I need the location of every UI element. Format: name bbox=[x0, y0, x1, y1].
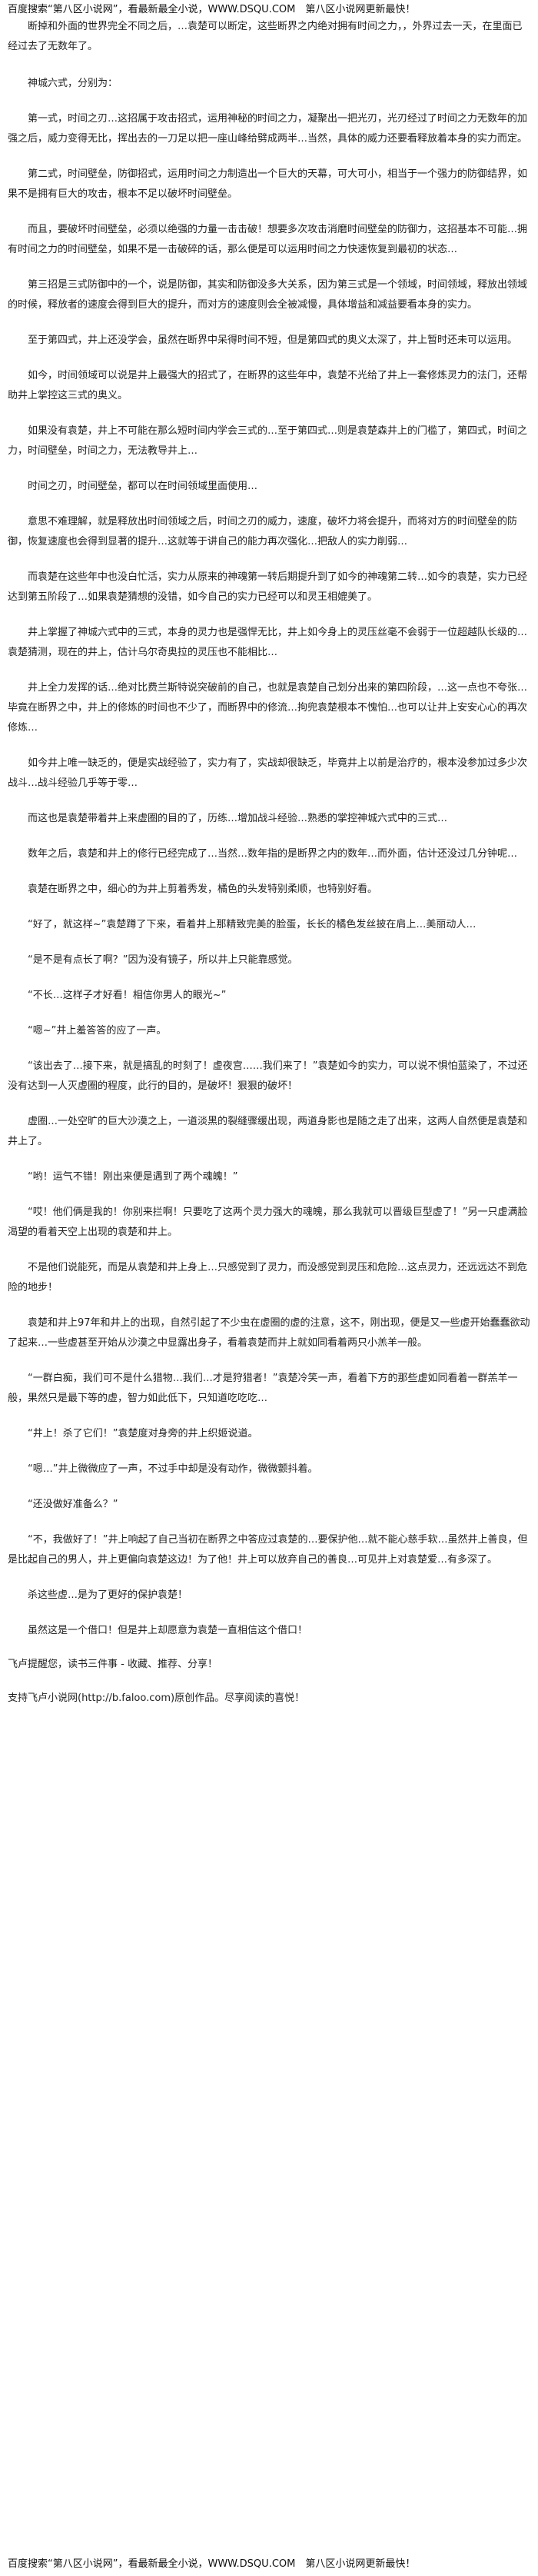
site-banner-top: 百度搜索“第八区小说网”，看最新最全小说，WWW.DSQU.COM 第八区小说网… bbox=[8, 4, 416, 15]
paragraph: 袁楚在断界之中，细心的为井上剪着秀发，橘色的头发特别柔顺，也特别好看。 bbox=[28, 884, 378, 895]
paragraph: 如果没有袁楚，井上不可能在那么短时间内学会三式的…至于第四式…则是袁楚森井上的门… bbox=[8, 425, 528, 457]
paragraph: 神城六式，分别为： bbox=[28, 78, 118, 89]
paragraph: 至于第四式，井上还没学会，虽然在断界中呆得时间不短，但是第四式的奥义太深了，井上… bbox=[28, 334, 518, 346]
paragraph: “哟！运气不错！刚出来便是遇到了两个魂魄！” bbox=[28, 1171, 238, 1183]
paragraph: “一群白痴，我们可不是什么猎物…我们…才是狩猎者！”袁楚冷笑一声，看着下方的那些… bbox=[8, 1373, 518, 1404]
paragraph: 而这也是袁楚带着井上来虚圈的目的了，历练…增加战斗经验…熟悉的掌控神城六式中的三… bbox=[28, 813, 448, 824]
paragraph: “是不是有点长了啊？”因为没有镜子，所以井上只能靠感觉。 bbox=[28, 954, 298, 966]
paragraph: 数年之后，袁楚和井上的修行已经完成了…当然…数年指的是断界之内的数年…而外面，估… bbox=[28, 848, 518, 860]
paragraph: 而且，要破坏时间壁垒，必须以绝强的力量一击击破！想要多次攻击消磨时间壁垒的防御力… bbox=[8, 224, 528, 255]
paragraph: 第三招是三式防御中的一个，说是防御，其实和防御没多大关系，因为第三式是一个领域，… bbox=[8, 279, 528, 311]
paragraph: 虚圈…一处空旷的巨大沙漠之上，一道淡黑的裂缝骤缓出现，两道身影也是随之走了出来，… bbox=[8, 1116, 528, 1147]
paragraph: 虽然这是一个借口！但是井上却愿意为袁楚一直相信这个借口！ bbox=[28, 1625, 308, 1636]
chapter-text: 断掉和外面的世界完全不同之后，…袁楚可以断定，这些断界之内绝对拥有时间之力，，外… bbox=[8, 17, 530, 1641]
paragraph: “该出去了…接下来，就是搞乱的时刻了！虚夜宫……我们来了！”袁楚如今的实力，可以… bbox=[8, 1060, 528, 1092]
paragraph: 不是他们说能死，而是从袁楚和井上身上…只感觉到了灵力，而没感觉到灵压和危险…这点… bbox=[8, 1262, 528, 1293]
site-banner-bottom: 百度搜索“第八区小说网”，看最新最全小说，WWW.DSQU.COM 第八区小说网… bbox=[8, 2558, 416, 2570]
paragraph: 杀这些虚…是为了更好的保护袁楚！ bbox=[28, 1589, 188, 1601]
paragraph: “好了，就这样~”袁楚蹲了下来，看着井上那精致完美的脸蛋，长长的橘色发丝披在肩上… bbox=[28, 919, 477, 930]
paragraph: “哎！他们俩是我的！你别来拦啊！只要吃了这两个灵力强大的魂魄，那么我就可以晋级巨… bbox=[8, 1206, 528, 1238]
paragraph: 第二式，时间壁垒，防御招式，运用时间之力制造出一个巨大的天幕，可大可小，相当于一… bbox=[8, 168, 528, 200]
paragraph: 意思不难理解，就是释放出时间领域之后，时间之刃的威力，速度，破坏力将会提升，而将… bbox=[8, 516, 518, 547]
support-notice: 支持飞卢小说网(http://b.faloo.com)原创作品。尽享阅读的喜悦！ bbox=[8, 1692, 305, 1704]
paragraph: “嗯~”井上羞答答的应了一声。 bbox=[28, 1025, 167, 1037]
reading-tips: 飞卢提醒您，读书三件事 - 收藏、推荐、分享！ bbox=[8, 1659, 218, 1670]
paragraph: “不长…这样子才好看！相信你男人的眼光~” bbox=[28, 990, 227, 1001]
paragraph: 如今，时间领域可以说是井上最强大的招式了，在断界的这些年中，袁楚不光给了井上一套… bbox=[8, 370, 528, 401]
paragraph: “井上！杀了它们！”袁楚度对身旁的井上织姬说道。 bbox=[28, 1428, 258, 1439]
paragraph: “不，我做好了！”井上响起了自己当初在断界之中答应过袁楚的…要保护他…就不能心慈… bbox=[8, 1534, 528, 1566]
paragraph: 袁楚和井上97年和井上的出现，自然引起了不少虫在虚圈的虚的注意，这不，刚出现，便… bbox=[8, 1317, 530, 1349]
paragraph: 井上掌握了神城六式中的三式，本身的灵力也是强悍无比，井上如今身上的灵压丝毫不会弱… bbox=[8, 627, 528, 658]
paragraph: 井上全力发挥的话…绝对比费兰斯特说突破前的自己，也就是袁楚自己划分出来的第四阶段… bbox=[8, 682, 528, 734]
paragraph: 时间之刃，时间壁垒，都可以在时间领域里面使用… bbox=[28, 481, 258, 492]
paragraph: 第一式，时间之刃…这招属于攻击招式，运用神秘的时间之力，凝聚出一把光刃，光刃经过… bbox=[8, 113, 528, 145]
paragraph: “嗯…”井上微微应了一声，不过手中却是没有动作，微微颤抖着。 bbox=[28, 1463, 318, 1475]
paragraph: 断掉和外面的世界完全不同之后，…袁楚可以断定，这些断界之内绝对拥有时间之力，，外… bbox=[8, 21, 523, 52]
paragraph: 而袁楚在这些年中也没白忙活，实力从原来的神魂第一转后期提升到了如今的神魂第二转…… bbox=[8, 571, 528, 603]
paragraph: 如今井上唯一缺乏的，便是实战经验了，实力有了，实战却很缺乏，毕竟井上以前是治疗的… bbox=[8, 757, 528, 789]
paragraph: “还没做好准备么？” bbox=[28, 1499, 118, 1510]
